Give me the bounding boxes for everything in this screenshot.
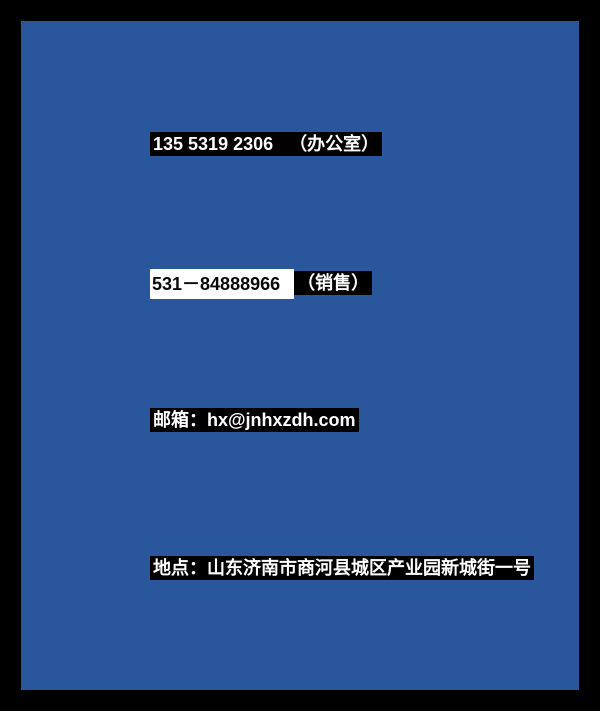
slide-background [21, 21, 579, 690]
sales-phone-label: （销售） [294, 270, 373, 295]
office-phone-label: （办公室） [289, 134, 380, 154]
sales-phone-number: 531－84888966 [152, 274, 281, 294]
address-text: 地点：山东济南市商河县城区产业园新城街一号 [150, 556, 534, 580]
address-line: 地点：山东济南市商河县城区产业园新城街一号 [150, 556, 534, 580]
sales-phone-number-box: 531－84888966 [150, 269, 295, 299]
office-phone-line: 135 5319 2306 （办公室） [150, 132, 383, 156]
email-line: 邮箱：hx@jnhxzdh.com [150, 408, 359, 432]
email-text: 邮箱：hx@jnhxzdh.com [150, 408, 359, 432]
office-phone-highlight: 135 5319 2306 （办公室） [150, 132, 383, 156]
sales-phone-line: 531－84888966 （销售） [150, 269, 373, 299]
office-phone-number: 135 5319 2306 [153, 134, 274, 154]
